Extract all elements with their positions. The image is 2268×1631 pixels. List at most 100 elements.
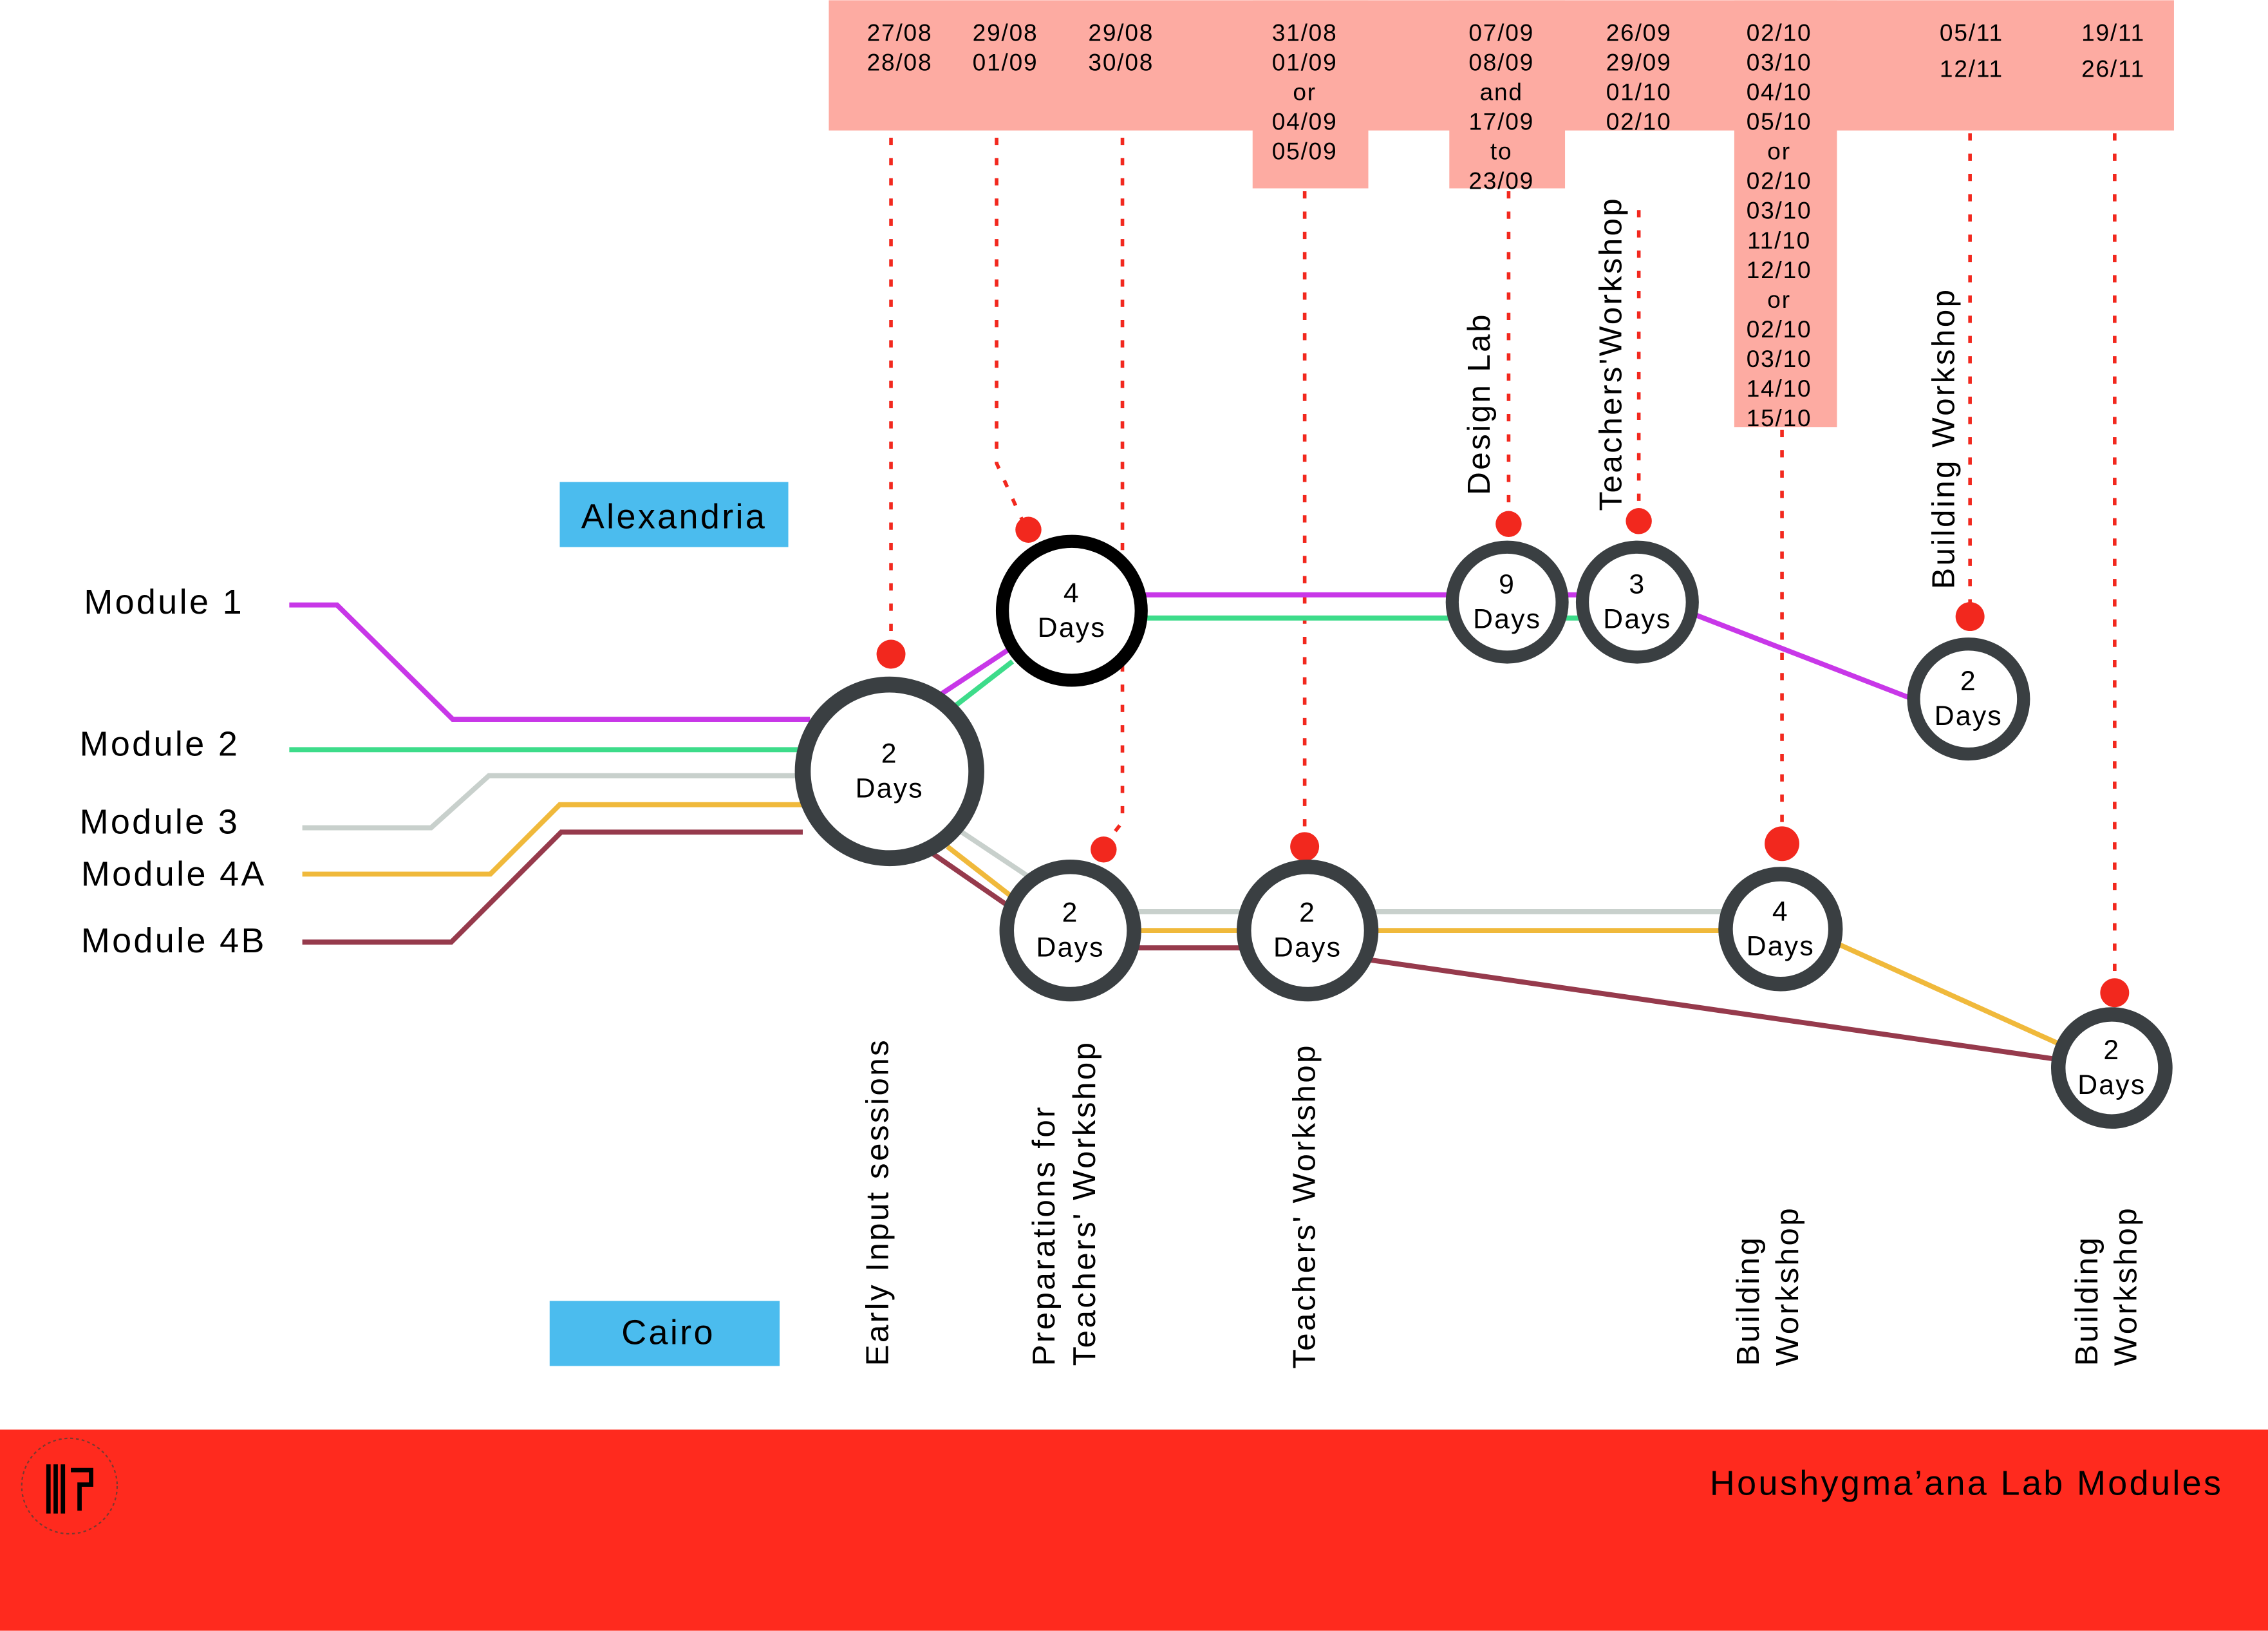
date-text: 01/09 bbox=[1272, 48, 1338, 75]
node-day-unit: Days bbox=[1603, 604, 1671, 635]
building-workshop-label-a1: Building bbox=[1730, 1236, 1766, 1366]
date-markers bbox=[876, 508, 2130, 1008]
dates-band bbox=[829, 0, 2174, 428]
date-text: 29/09 bbox=[1606, 48, 1672, 75]
building-workshop-alex-label: Building Workshop bbox=[1926, 288, 1961, 589]
module-2-label: Module 2 bbox=[80, 724, 240, 763]
date-columns: 27/0828/0829/0801/0929/0830/0831/0801/09… bbox=[867, 19, 2145, 431]
date-text: 26/11 bbox=[2081, 55, 2145, 82]
date-text: 31/08 bbox=[1272, 19, 1338, 46]
node-day-count: 2 bbox=[1299, 898, 1316, 929]
date-text: 02/10 bbox=[1747, 19, 1812, 46]
node-day-unit: Days bbox=[856, 773, 924, 804]
node-circle bbox=[995, 534, 1148, 687]
teachers-workshop-alex-label: Teachers'Workshop bbox=[1593, 196, 1629, 511]
node-day-count: 3 bbox=[1629, 569, 1645, 600]
building-workshop-label-b1: Building bbox=[2069, 1236, 2104, 1366]
date-text: 15/10 bbox=[1747, 404, 1812, 431]
date-text: 28/08 bbox=[867, 48, 933, 75]
date-text: 02/10 bbox=[1606, 108, 1672, 135]
node-circle bbox=[1907, 637, 2030, 761]
node-day-unit: Days bbox=[1935, 701, 2003, 731]
node-day-unit: Days bbox=[1036, 932, 1105, 963]
date-text: 08/09 bbox=[1468, 48, 1534, 75]
building-workshop-label-a2: Workshop bbox=[1770, 1206, 1805, 1366]
date-text: 01/09 bbox=[973, 48, 1038, 75]
date-text: or bbox=[1293, 78, 1317, 105]
date-text: to bbox=[1490, 138, 1513, 165]
cairo-box bbox=[549, 1301, 780, 1366]
cairo-label: Cairo bbox=[621, 1314, 715, 1352]
node-day-count: 2 bbox=[1960, 666, 1977, 697]
footer-title: Houshygma’ana Lab Modules bbox=[1710, 1464, 2223, 1502]
date-text: 05/10 bbox=[1747, 108, 1812, 135]
module-4b-label: Module 4B bbox=[81, 921, 267, 960]
date-text: 01/10 bbox=[1606, 78, 1672, 105]
date-text: 11/10 bbox=[1747, 227, 1811, 254]
node-day-count: 2 bbox=[1062, 898, 1079, 929]
date-text: 23/09 bbox=[1468, 167, 1534, 194]
date-text: 05/09 bbox=[1272, 138, 1338, 165]
logo bbox=[21, 1437, 118, 1535]
date-text: 05/11 bbox=[1940, 19, 2003, 46]
prep-label-2: Teachers' Workshop bbox=[1067, 1041, 1102, 1366]
node-circle bbox=[1445, 540, 1569, 664]
node-circle bbox=[999, 860, 1141, 1002]
date-text: 04/09 bbox=[1272, 108, 1338, 135]
date-text: 27/08 bbox=[867, 19, 933, 46]
node-day-unit: Days bbox=[1038, 612, 1106, 643]
module-3-label: Module 3 bbox=[80, 803, 240, 842]
footer-bar bbox=[0, 1429, 2268, 1631]
date-text: 17/09 bbox=[1468, 108, 1534, 135]
date-text: 30/08 bbox=[1088, 48, 1154, 75]
node-day-unit: Days bbox=[2077, 1070, 2146, 1100]
date-text: or bbox=[1767, 138, 1791, 165]
node-circle bbox=[1237, 860, 1379, 1002]
date-text: 19/11 bbox=[2081, 19, 2145, 46]
module-4b-line bbox=[302, 829, 2057, 1062]
node-day-count: 4 bbox=[1772, 896, 1789, 927]
node-day-count: 2 bbox=[881, 738, 898, 769]
date-text: 03/10 bbox=[1747, 345, 1812, 372]
date-text: 26/09 bbox=[1606, 19, 1672, 46]
date-text: 03/10 bbox=[1747, 48, 1812, 75]
node-circle bbox=[2050, 1007, 2173, 1129]
date-connectors bbox=[889, 133, 2117, 981]
prep-label-1: Preparations for bbox=[1026, 1105, 1062, 1366]
node-circle bbox=[1575, 540, 1699, 664]
teachers-workshop-cairo-label: Teachers' Workshop bbox=[1286, 1043, 1322, 1369]
node-day-unit: Days bbox=[1273, 932, 1342, 963]
date-text: 14/10 bbox=[1747, 375, 1812, 402]
date-text: 07/09 bbox=[1468, 19, 1534, 46]
alexandria-box bbox=[559, 482, 789, 547]
node-day-count: 2 bbox=[2103, 1035, 2120, 1066]
date-text: and bbox=[1480, 78, 1523, 105]
node-circle bbox=[1718, 867, 1843, 992]
module-4a-line bbox=[302, 802, 2063, 1048]
early-input-label: Early Input sessions bbox=[860, 1038, 895, 1366]
date-text: 03/10 bbox=[1747, 197, 1812, 224]
module-4a-label: Module 4A bbox=[81, 854, 267, 893]
building-workshop-label-b2: Workshop bbox=[2108, 1206, 2144, 1366]
date-text: 29/08 bbox=[1088, 19, 1154, 46]
date-text: 29/08 bbox=[973, 19, 1038, 46]
module-3-line bbox=[302, 773, 1729, 914]
node-circle bbox=[794, 676, 984, 867]
date-text: 12/10 bbox=[1747, 256, 1812, 283]
node-day-unit: Days bbox=[1473, 604, 1541, 635]
node-day-unit: Days bbox=[1747, 930, 1815, 961]
date-text: or bbox=[1767, 286, 1791, 313]
module-1-label: Module 1 bbox=[84, 583, 244, 621]
node-day-count: 4 bbox=[1064, 578, 1080, 608]
alexandria-label: Alexandria bbox=[581, 498, 767, 536]
